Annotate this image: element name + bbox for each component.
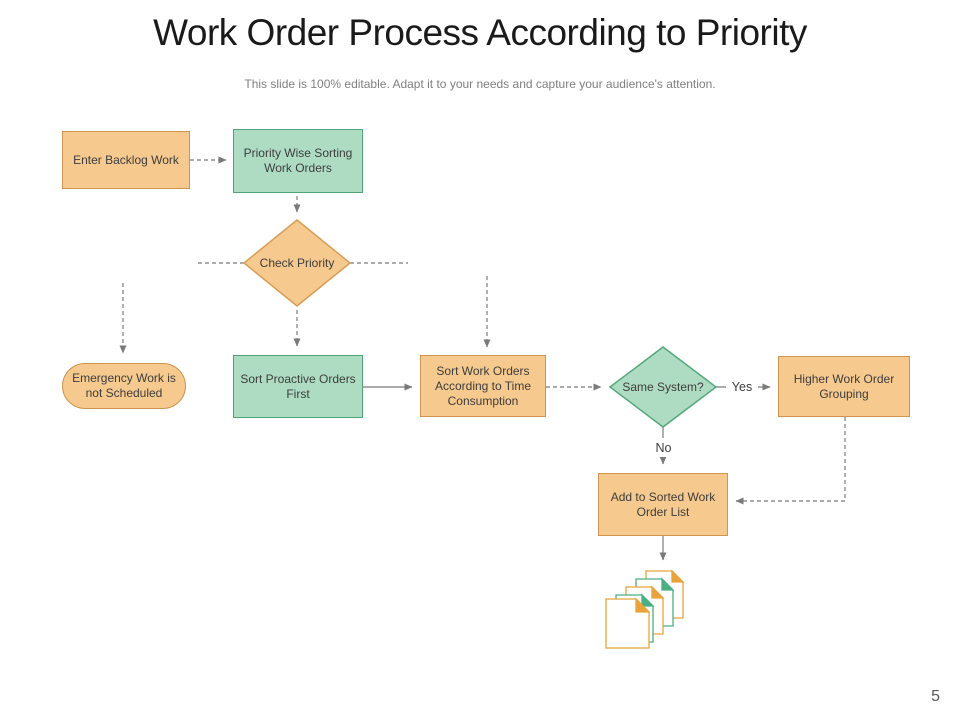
page-number: 5 <box>931 688 940 705</box>
flow-node-sort-proactive: Sort Proactive Orders First <box>233 355 363 418</box>
documents-icon <box>605 569 685 649</box>
edge-label-yes: Yes <box>726 377 758 396</box>
flow-node-enter-backlog: Enter Backlog Work <box>62 131 190 189</box>
flow-node-same-system-shape <box>608 346 718 428</box>
flow-node-check-priority-label: Check Priority <box>259 255 335 270</box>
edge-label-no: No <box>650 438 677 457</box>
page-title: Work Order Process According to Priority <box>153 12 807 53</box>
flow-node-higher-grouping: Higher Work Order Grouping <box>778 356 910 417</box>
page-subtitle: This slide is 100% editable. Adapt it to… <box>244 77 716 91</box>
flow-node-emergency: Emergency Work is not Scheduled <box>62 363 186 409</box>
flow-node-check-priority-shape <box>242 219 352 307</box>
flow-node-same-system-label: Same System? <box>622 379 704 394</box>
flow-node-sort-workorders: Sort Work Orders According to Time Consu… <box>420 355 546 417</box>
document-page <box>605 597 651 649</box>
flow-node-add-sorted: Add to Sorted Work Order List <box>598 473 728 536</box>
flow-node-priority-sorting: Priority Wise Sorting Work Orders <box>233 129 363 193</box>
